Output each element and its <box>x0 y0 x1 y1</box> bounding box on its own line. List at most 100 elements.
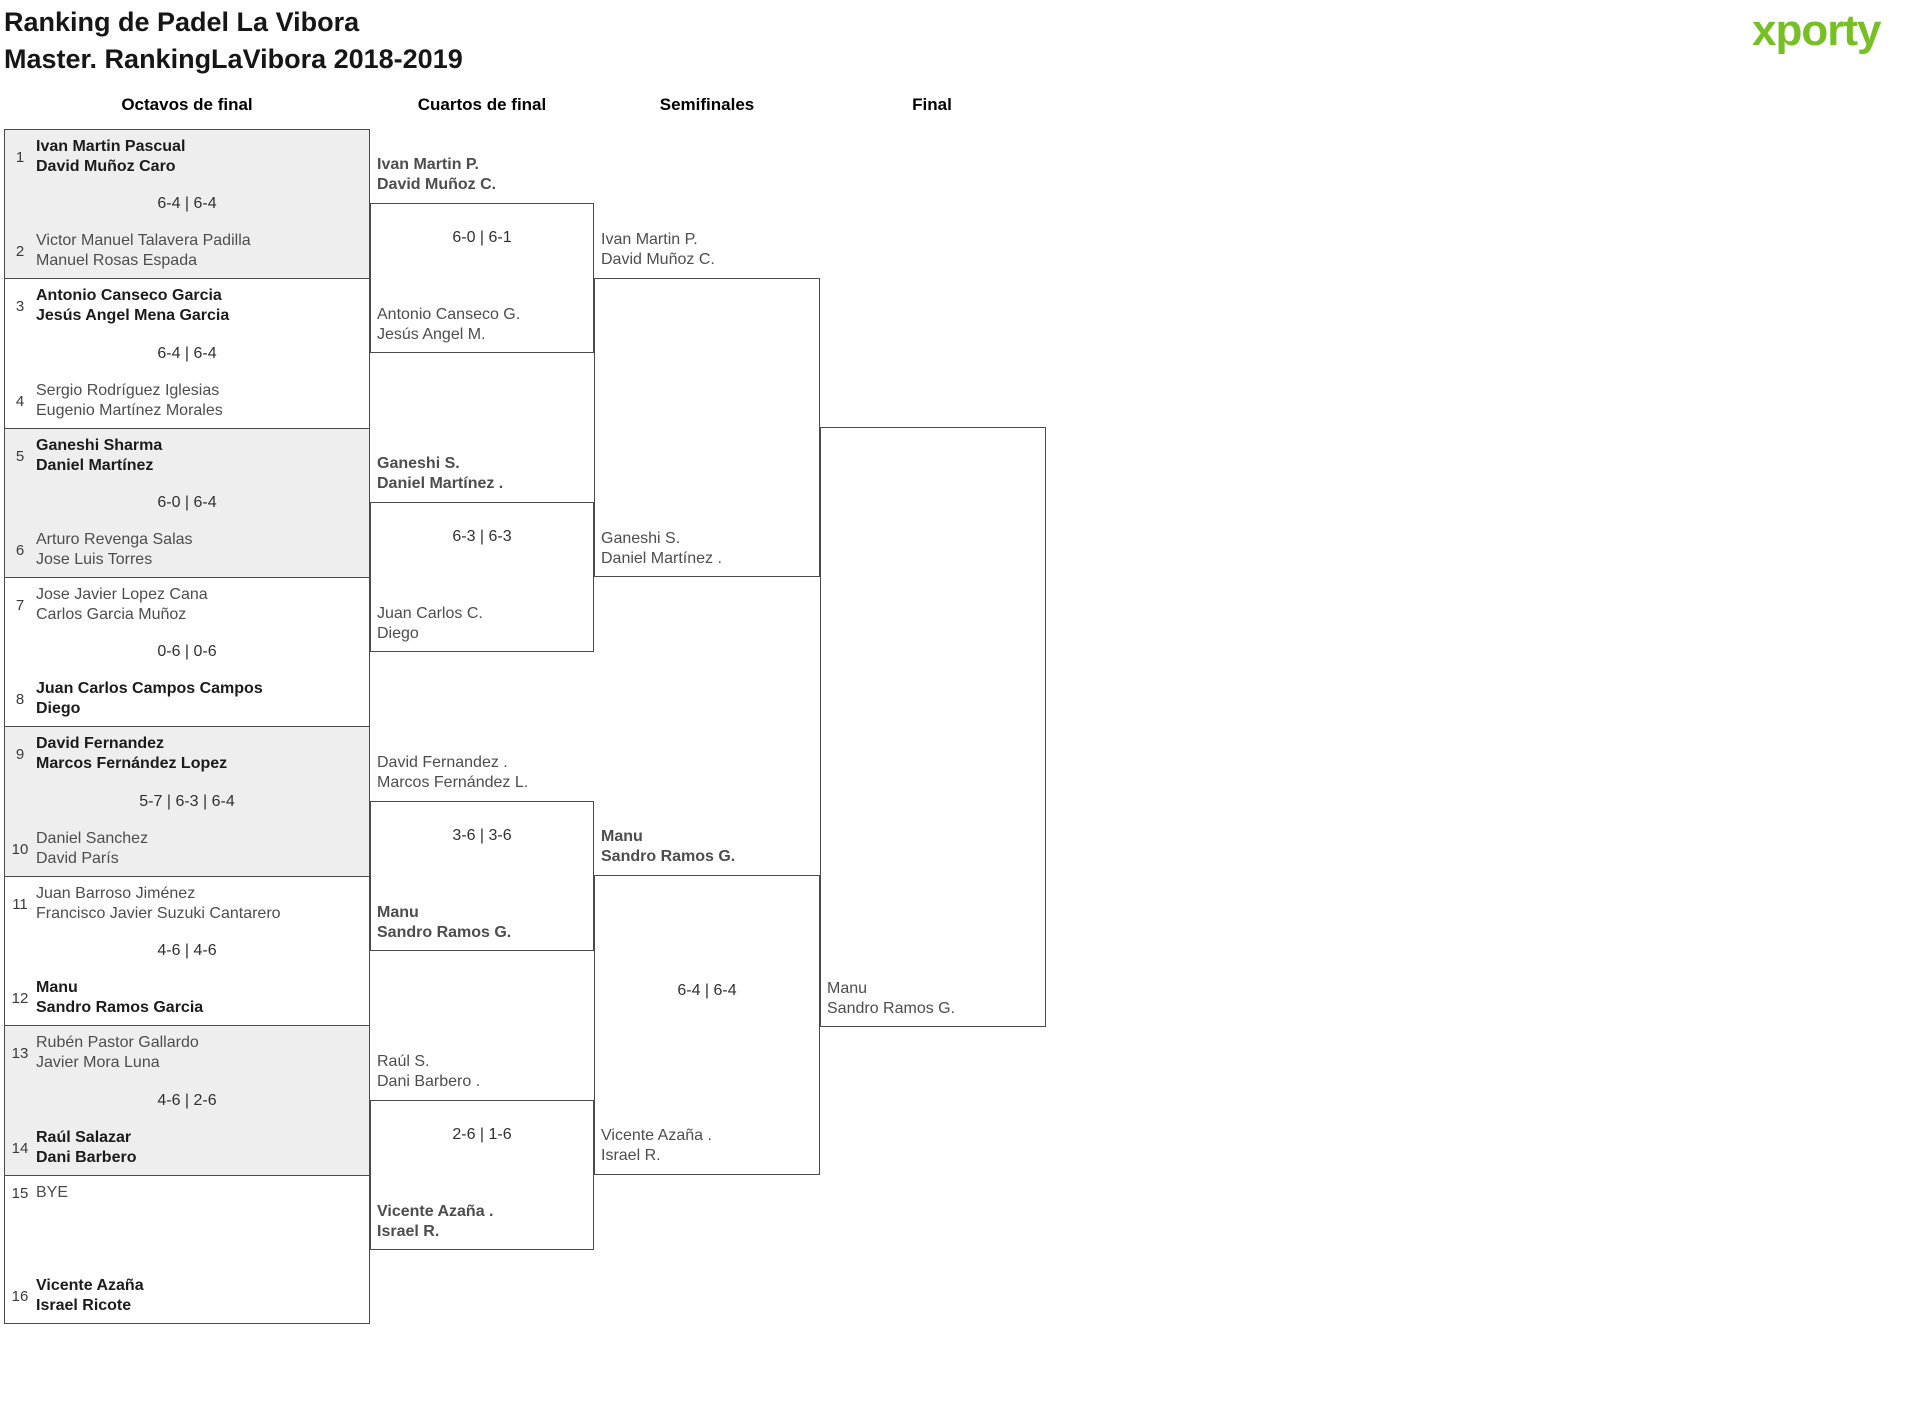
qf2-score: 6-3 | 6-3 <box>452 528 512 545</box>
logo-wordmark: xporty <box>1752 6 1881 55</box>
qf2-top-team: Ganeshi S. Daniel Martínez . <box>377 454 503 494</box>
qf1-top-team: Ivan Martin P. David Muñoz C. <box>377 155 496 195</box>
player-2: Francisco Javier Suzuki Cantarero <box>36 905 281 922</box>
sf-match-1-box <box>594 278 820 577</box>
match-score: 4-6 | 2-6 <box>157 1091 217 1109</box>
qf3-bottom-team: Manu Sandro Ramos G. <box>377 903 511 943</box>
player-1: Jose Javier Lopez Cana <box>36 586 208 603</box>
match-score: 6-4 | 6-4 <box>157 344 217 362</box>
team-names: Sergio Rodríguez Iglesias Eugenio Martín… <box>36 381 223 421</box>
team-names: Antonio Canseco Garcia Jesús Angel Mena … <box>36 286 229 326</box>
team-seed-7: 7 Jose Javier Lopez Cana Carlos Garcia M… <box>10 585 364 625</box>
seed-number: 1 <box>15 148 25 166</box>
team-names: Victor Manuel Talavera Padilla Manuel Ro… <box>36 231 251 271</box>
team-seed-10: 10 Daniel Sanchez David París <box>10 829 364 869</box>
player-2: Daniel Martínez . <box>601 550 722 567</box>
player-2: Marcos Fernández L. <box>377 774 529 791</box>
player-2: Jesús Angel M. <box>377 326 486 343</box>
r16-match-6: 11 Juan Barroso Jiménez Francisco Javier… <box>4 876 370 1025</box>
team-names: Ganeshi Sharma Daniel Martínez <box>36 436 162 476</box>
match-score: 0-6 | 0-6 <box>157 643 217 660</box>
qf4-bottom-team: Vicente Azaña . Israel R. <box>377 1202 494 1242</box>
player-2: David Muñoz Caro <box>36 158 176 175</box>
player-2: Dani Barbero . <box>377 1073 481 1090</box>
round-header-final: Final <box>912 95 952 114</box>
player-2: Eugenio Martínez Morales <box>36 402 223 419</box>
team-names: Raúl Salazar Dani Barbero <box>36 1128 136 1168</box>
player-1: Juan Barroso Jiménez <box>36 885 196 902</box>
qf-match-1-box <box>370 203 594 353</box>
qf3-top-team: David Fernandez . Marcos Fernández L. <box>377 753 528 793</box>
seed-number: 12 <box>11 989 29 1007</box>
player-2: Sandro Ramos G. <box>377 924 512 941</box>
player-1: Ivan Martin P. <box>601 231 698 248</box>
player-2: David París <box>36 850 119 867</box>
player-2: Sandro Ramos G. <box>601 848 736 865</box>
player-1: Ganeshi S. <box>601 530 681 547</box>
player-1: Manu <box>601 828 643 845</box>
team-names: Juan Carlos Campos Campos Diego <box>36 679 263 719</box>
qf-match-2-box <box>370 502 594 652</box>
player-1: Ivan Martin P. <box>377 156 479 173</box>
player-2: Jesús Angel Mena Garcia <box>36 307 230 324</box>
seed-number: 3 <box>15 297 25 315</box>
team-seed-14: 14 Raúl Salazar Dani Barbero <box>10 1128 364 1168</box>
seed-number: 4 <box>15 392 25 410</box>
seed-number: 10 <box>11 840 29 858</box>
player-1: Juan Carlos C. <box>377 605 483 622</box>
player-2: Javier Mora Luna <box>36 1054 160 1071</box>
player-1: BYE <box>36 1184 69 1201</box>
player-1: Manu <box>827 980 868 997</box>
sf-match-2-box <box>594 875 820 1175</box>
player-1: Juan Carlos Campos Campos <box>36 680 263 697</box>
qf1-score: 6-0 | 6-1 <box>452 229 512 246</box>
player-1: Daniel Sanchez <box>36 830 149 847</box>
team-seed-4: 4 Sergio Rodríguez Iglesias Eugenio Mart… <box>10 381 364 421</box>
player-2: Daniel Martínez <box>36 457 154 474</box>
player-1: Arturo Revenga Salas <box>36 531 193 548</box>
seed-number: 9 <box>15 745 25 763</box>
player-2: Manuel Rosas Espada <box>36 252 197 269</box>
seed-number: 6 <box>15 541 25 559</box>
team-names: Vicente Azaña Israel Ricote <box>36 1276 144 1316</box>
team-seed-5: 5 Ganeshi Sharma Daniel Martínez <box>10 436 364 476</box>
player-1: Ganeshi S. <box>377 455 460 472</box>
player-1: Antonio Canseco G. <box>377 306 521 323</box>
player-1: Ivan Martin Pascual <box>36 138 186 155</box>
tournament-edition: Master. RankingLaVibora 2018-2019 <box>4 44 463 74</box>
final-match-box <box>820 427 1046 1027</box>
player-2: Jose Luis Torres <box>36 551 153 568</box>
qf-match-3-box <box>370 801 594 951</box>
team-names: Daniel Sanchez David París <box>36 829 148 869</box>
qf1-bottom-team: Antonio Canseco G. Jesús Angel M. <box>377 305 520 345</box>
player-1: Manu <box>377 904 419 921</box>
team-seed-13: 13 Rubén Pastor Gallardo Javier Mora Lun… <box>10 1033 364 1073</box>
match-score: 6-0 | 6-4 <box>157 494 217 511</box>
seed-number: 2 <box>15 242 25 260</box>
sf1-top-team: Ivan Martin P. David Muñoz C. <box>601 230 715 270</box>
r16-match-2: 3 Antonio Canseco Garcia Jesús Angel Men… <box>4 278 370 428</box>
round-header-semifinales: Semifinales <box>659 95 755 114</box>
r16-match-3: 5 Ganeshi Sharma Daniel Martínez 6-0 | 6… <box>4 428 370 577</box>
team-seed-16: 16 Vicente Azaña Israel Ricote <box>10 1276 364 1316</box>
round-header-octavos: Octavos de final <box>121 95 253 114</box>
sf1-bottom-team: Ganeshi S. Daniel Martínez . <box>601 529 722 569</box>
player-1: Raúl S. <box>377 1053 430 1070</box>
player-1: Antonio Canseco Garcia <box>36 287 222 304</box>
seed-number: 5 <box>15 447 25 465</box>
player-1: Sergio Rodríguez Iglesias <box>36 382 220 399</box>
player-1: Victor Manuel Talavera Padilla <box>36 232 251 249</box>
match-score: 4-6 | 4-6 <box>157 942 217 959</box>
player-1: Vicente Azaña . <box>377 1203 494 1220</box>
player-2: Marcos Fernández Lopez <box>36 755 228 772</box>
player-2: Sandro Ramos Garcia <box>36 999 204 1016</box>
team-names: Ivan Martin Pascual David Muñoz Caro <box>36 137 185 177</box>
player-2: Diego <box>377 625 419 642</box>
player-2: David Muñoz C. <box>601 251 715 268</box>
page-title: Ranking de Padel La Vibora Master. Ranki… <box>4 4 463 78</box>
r16-match-8: 15 BYE 16 Vicente Azaña Israel Ricote <box>4 1175 370 1324</box>
team-seed-11: 11 Juan Barroso Jiménez Francisco Javier… <box>10 884 364 924</box>
team-names: Manu Sandro Ramos Garcia <box>36 978 203 1018</box>
team-names: Rubén Pastor Gallardo Javier Mora Luna <box>36 1033 199 1073</box>
